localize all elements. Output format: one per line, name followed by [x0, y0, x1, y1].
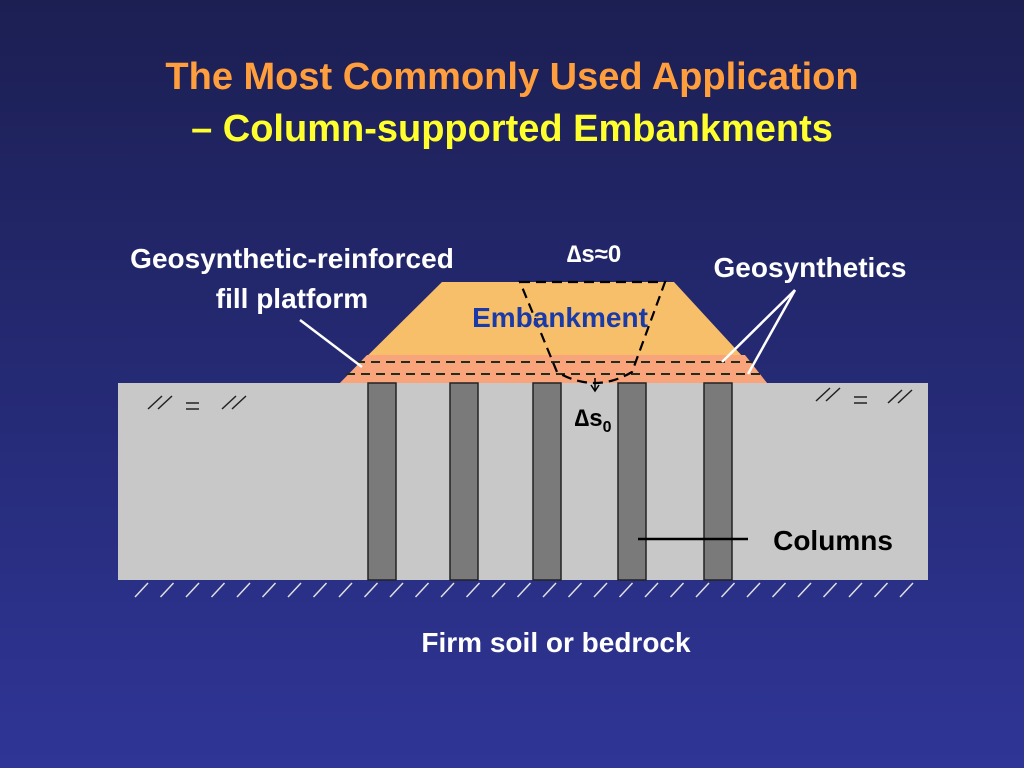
leader-geosynthetics-1: [721, 289, 796, 363]
slide-title-line2: – Column-supported Embankments: [191, 108, 833, 150]
hatch-mark: [389, 582, 404, 598]
hatch-mark: [312, 582, 328, 598]
label-delta-s-bottom: ∆s0: [575, 405, 612, 436]
hatch-mark: [873, 582, 889, 598]
hatch-mark: [644, 582, 659, 598]
hatch-mark: [338, 582, 353, 598]
label-geosynthetics: Geosynthetics: [714, 252, 907, 283]
hatch-mark: [236, 582, 251, 598]
column: [532, 382, 562, 581]
hatch-mark: [261, 582, 277, 598]
leader-geosynthetics-2: [746, 289, 797, 375]
fill-platform: [340, 355, 767, 383]
firm-soil-hatch: [134, 582, 914, 598]
leader-fill-platform: [299, 319, 363, 368]
column: [617, 382, 647, 581]
soil-symbol-right: [815, 387, 913, 404]
hatch-mark: [210, 582, 226, 598]
label-columns: Columns: [773, 525, 893, 556]
column: [703, 382, 733, 581]
hatch-mark: [159, 582, 175, 598]
hatch-mark: [771, 582, 787, 598]
settlement-arrow-head: [590, 384, 600, 393]
label-firm-soil: Firm soil or bedrock: [421, 627, 691, 658]
label-fill-platform-line1: Geosynthetic-reinforced: [130, 243, 454, 274]
delta-s-subscript: 0: [603, 419, 612, 436]
hatch-mark: [695, 582, 710, 598]
label-embankment: Embankment: [472, 302, 648, 333]
hatch-mark: [185, 582, 200, 598]
hatch-mark: [414, 582, 430, 598]
hatch-mark: [797, 582, 812, 598]
hatch-mark: [287, 582, 302, 598]
slide-title-line1: The Most Commonly Used Application: [165, 56, 859, 98]
columns-group: [367, 382, 733, 581]
soil-arch-outline: [518, 280, 667, 385]
hatch-mark: [899, 582, 914, 598]
hatch-mark: [516, 582, 532, 598]
hatch-mark: [491, 582, 506, 598]
hatch-mark: [567, 582, 583, 598]
hatch-mark: [542, 582, 557, 598]
label-delta-s-top: ∆s≈0: [567, 241, 622, 268]
hatch-mark: [746, 582, 761, 598]
hatch-mark: [465, 582, 481, 598]
hatch-mark: [440, 582, 455, 598]
soft-soil-layer: [118, 383, 928, 580]
column: [449, 382, 479, 581]
column: [367, 382, 397, 581]
hatch-mark: [363, 582, 379, 598]
hatch-mark: [822, 582, 838, 598]
label-fill-platform-line2: fill platform: [216, 283, 368, 314]
hatch-mark: [618, 582, 634, 598]
hatch-mark: [720, 582, 736, 598]
delta-s-main: ∆s: [575, 405, 603, 432]
hatch-mark: [593, 582, 608, 598]
soil-symbol-left: [147, 395, 247, 410]
hatch-mark: [848, 582, 863, 598]
hatch-mark: [669, 582, 685, 598]
hatch-mark: [134, 582, 149, 598]
